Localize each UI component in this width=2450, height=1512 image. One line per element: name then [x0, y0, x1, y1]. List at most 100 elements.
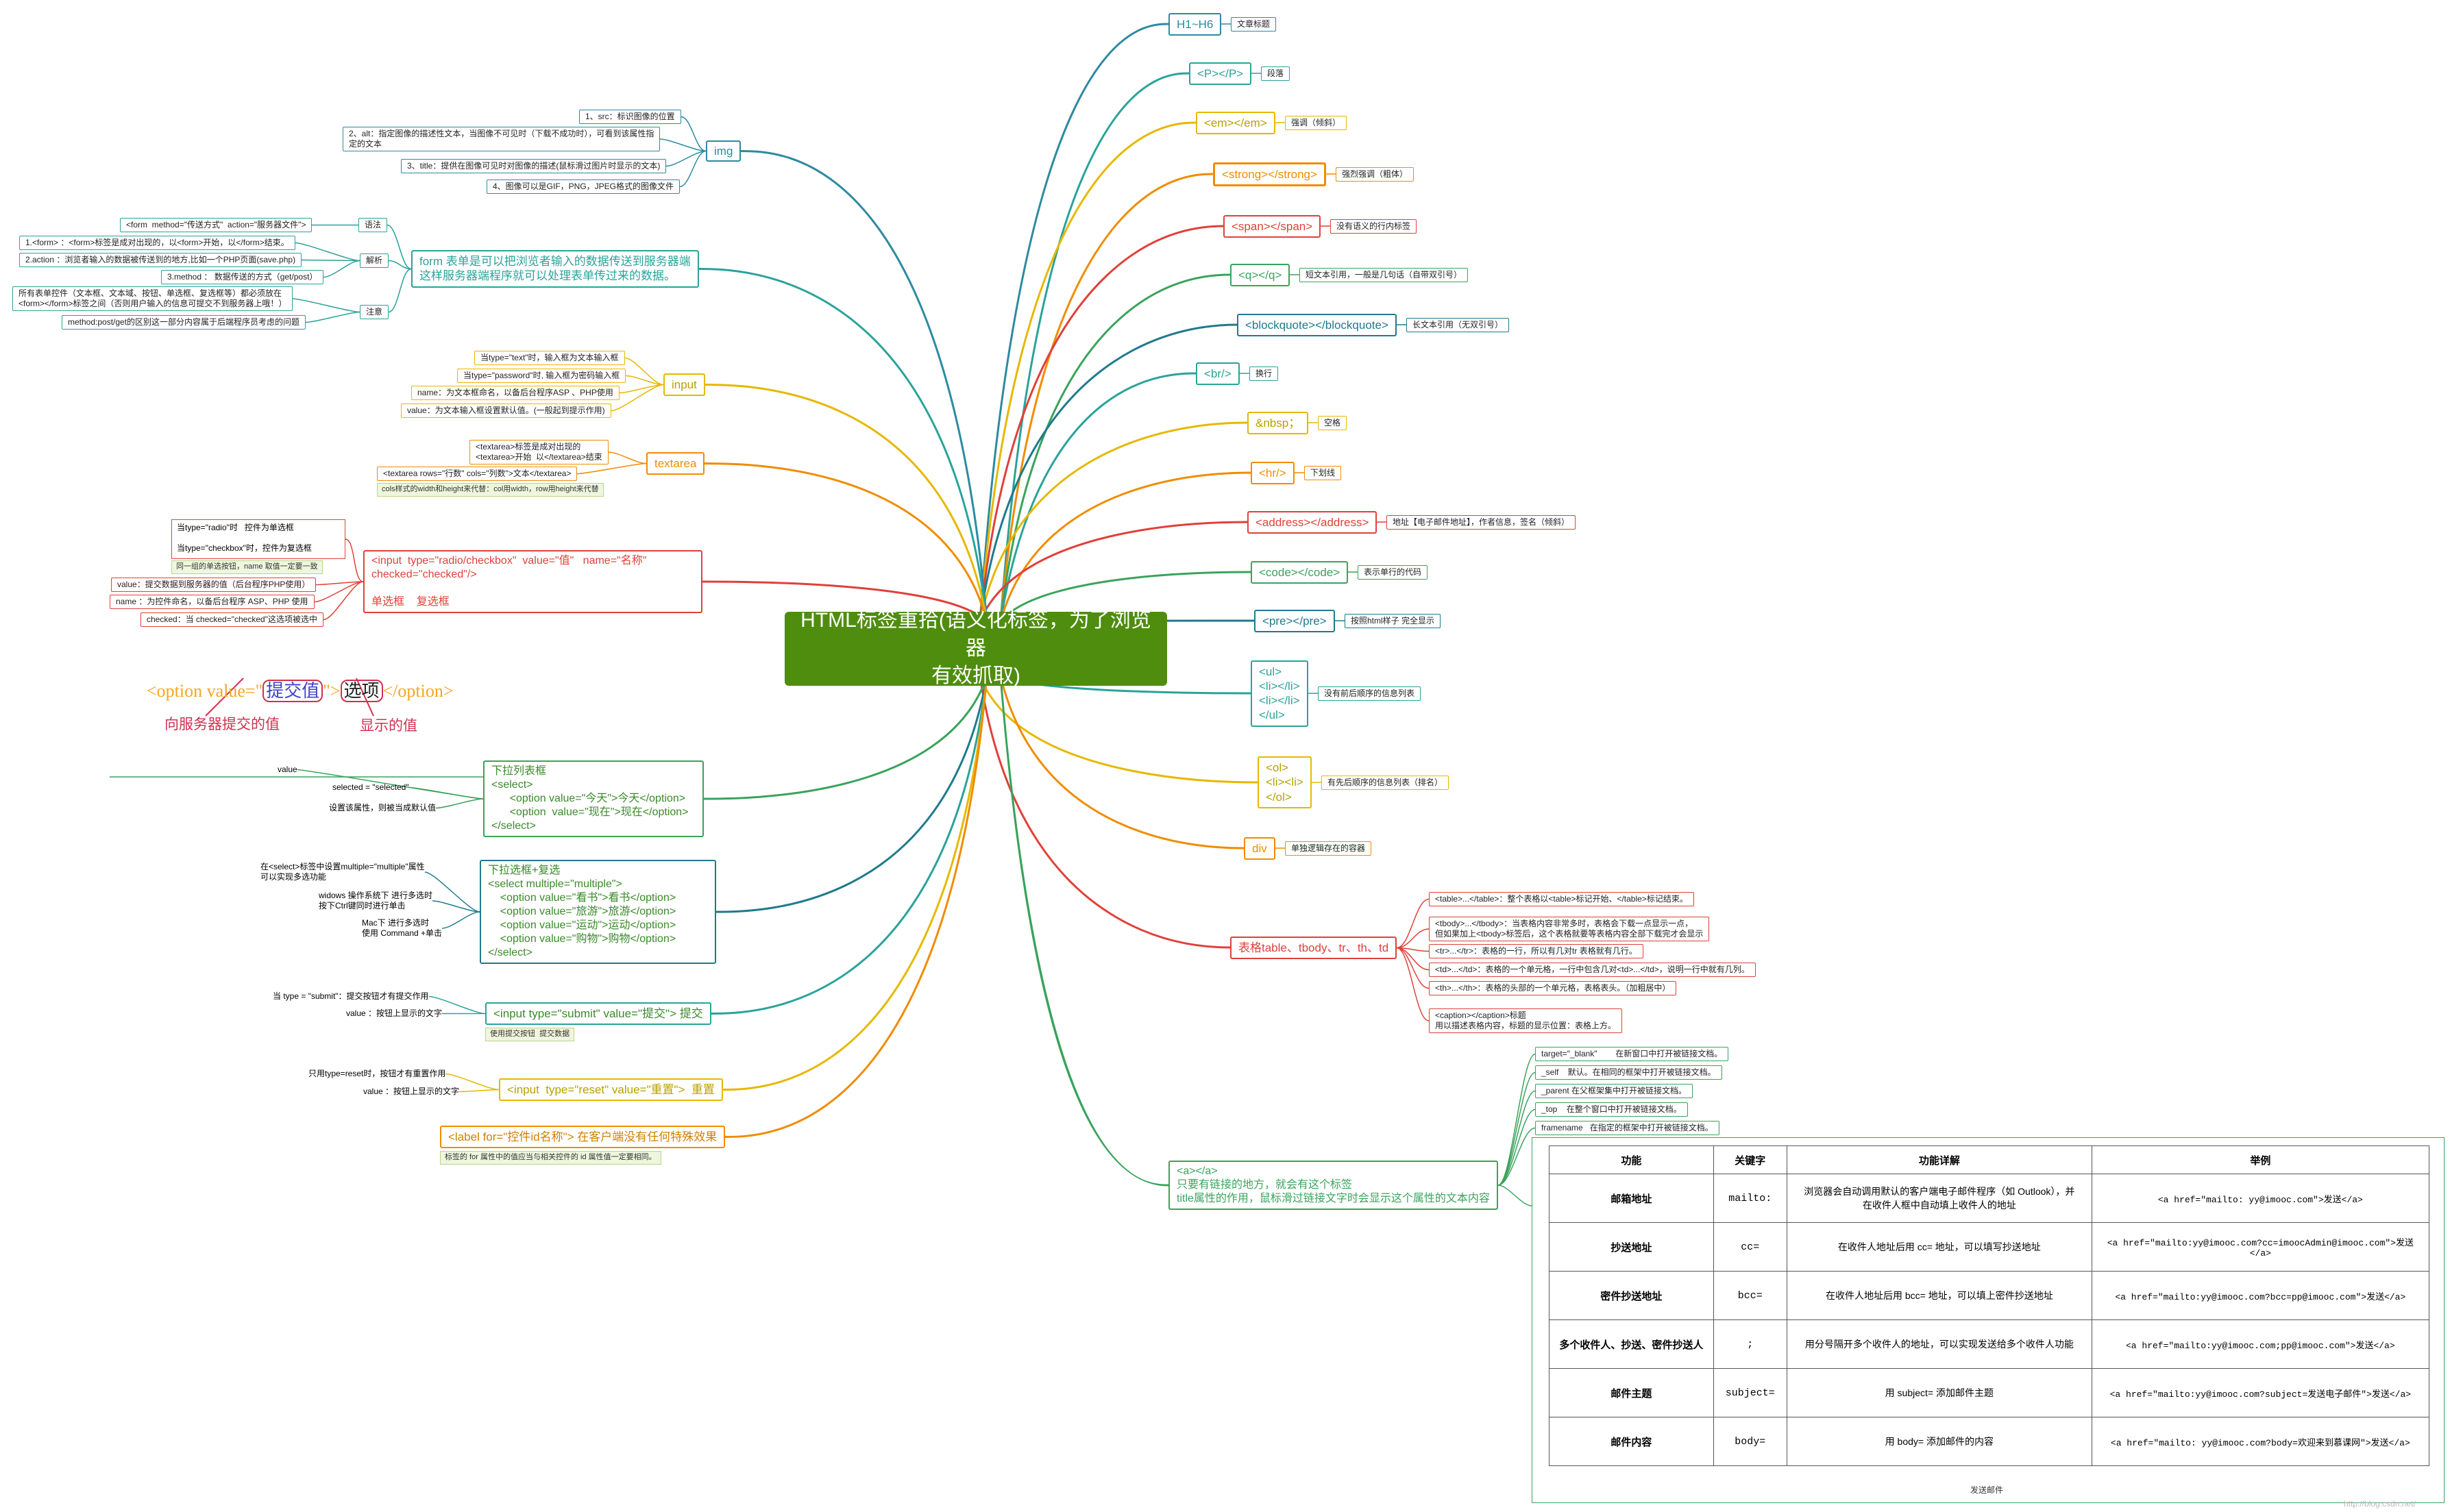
tag-desc-4: 没有语义的行内标签 [1330, 219, 1417, 234]
detail-connector [1497, 1185, 1532, 1206]
detail-connector [1497, 1090, 1536, 1186]
img-item-title: 3、title：提供在图像可见时对图像的描述(鼠标滑过图片时显示的文本) [401, 159, 667, 173]
radio-type-group [171, 519, 345, 559]
detail-connector [1396, 898, 1430, 949]
tag-node-16[interactable]: 表格table、tbody、tr、th、td [1230, 936, 1397, 959]
tag-desc-14: 有先后顺序的信息列表（排名） [1321, 775, 1449, 790]
option-arrow [356, 678, 374, 717]
tag-node-13[interactable]: <ul> <li></li> <li></li> </ul> [1251, 660, 1308, 727]
detail-connector [323, 260, 360, 278]
textarea-note: cols样式的width和height来代替：col用width，row用hei… [377, 483, 604, 497]
branch-connector [999, 72, 1190, 622]
mail-cell-4-3: <a href="mailto:yy@imooc.com?subject=发送电… [2091, 1368, 2430, 1417]
select-node[interactable]: 下拉列表框 <select> <option value="今天">今天</op… [483, 760, 704, 837]
tag-node-15[interactable]: div [1244, 836, 1275, 860]
detail-connector [435, 798, 484, 809]
mail-cell-2-2: 在收件人地址后用 bcc= 地址，可以填上密件抄送地址 [1786, 1271, 2092, 1320]
tag-node-4[interactable]: <span></span> [1223, 214, 1321, 238]
tag-node-10[interactable]: <address></address> [1247, 510, 1377, 534]
branch-connector [704, 462, 988, 622]
detail-connector [432, 900, 480, 913]
mail-cell-2-3: <a href="mailto:yy@imooc.com?bcc=pp@imoo… [2091, 1271, 2430, 1320]
detail-connector [445, 1073, 500, 1091]
detail-connector [323, 581, 364, 621]
form-note-1: 所有表单控件（文本框、文本域、按钮、单选框、复选框等）都必须放在 <form><… [12, 286, 293, 311]
tag-desc-10: 地址【电子邮件地址】，作者信息，签名（倾斜） [1386, 515, 1576, 530]
input-item-text: 当type="text"时，输入框为文本输入框 [474, 351, 625, 365]
textarea-item-pair: <textarea>标签是成对出现的 <textarea>开始 以</texta… [469, 440, 609, 464]
table-note-5: <caption></caption>标题 用以描述表格内容，标题的显示位置：表… [1429, 1008, 1623, 1033]
branch-connector [999, 676, 1245, 850]
central-topic[interactable]: HTML标签重拾(语义化标签，为了浏览器 有效抓取) [785, 609, 1167, 687]
tag-desc-6: 长文本引用（无双引号） [1406, 317, 1510, 332]
tag-node-3[interactable]: <strong></strong> [1213, 162, 1326, 186]
textarea-node[interactable]: textarea [646, 452, 705, 475]
radio-name-note: 同一组的单选按钮，name 取值一定要一致 [171, 560, 323, 574]
form-syntax-key: 语法 [358, 218, 388, 232]
detail-connector [295, 242, 360, 262]
submit-node[interactable]: <input type="submit" value="提交"> 提交 [485, 1002, 711, 1026]
multi-item-attr: 在<select>标签中设置multiple="multiple"属性 可以实现… [260, 862, 425, 882]
tag-node-5[interactable]: <q></q> [1230, 263, 1290, 286]
mail-table-frame [1532, 1137, 2445, 1503]
tag-node-17[interactable]: <a></a> 只要有链接的地方，就会有这个标签 title属性的作用，鼠标滑过… [1168, 1161, 1498, 1210]
detail-connector [1497, 1108, 1536, 1186]
option-mid: "> [323, 681, 341, 701]
multi-select-node[interactable]: 下拉选框+复选 <select multiple="multiple"> <op… [480, 860, 716, 964]
table-note-4: <th>...</th>：表格的头部的一个单元格，表格表头。（加粗居中） [1429, 981, 1677, 995]
mail-cell-5-1: body= [1713, 1417, 1787, 1466]
form-node[interactable]: form 表单是可以把浏览者输入的数据传送到服务器端 这样服务器端程序就可以处理… [411, 250, 699, 288]
radio-checkbox-node[interactable]: <input type="radio/checkbox" value="值" n… [363, 550, 702, 613]
tag-node-0[interactable]: H1~H6 [1168, 12, 1222, 36]
tag-node-12[interactable]: <pre></pre> [1254, 609, 1335, 632]
img-node[interactable]: img [706, 140, 742, 162]
mail-cell-1-2: 在收件人地址后用 cc= 地址，可以填写抄送地址 [1786, 1222, 2092, 1272]
tag-desc-1: 段落 [1261, 66, 1290, 81]
mail-cell-0-0: 邮箱地址 [1549, 1174, 1714, 1223]
detail-connector [576, 462, 647, 475]
tag-node-1[interactable]: <P></P> [1189, 62, 1252, 85]
tag-desc-2: 强调（倾斜） [1285, 115, 1347, 130]
detail-connector [619, 384, 664, 394]
form-note-key: 注意 [360, 305, 389, 319]
option-prefix: <option value=" [147, 681, 263, 701]
option-arrow [205, 678, 244, 717]
option-caption-submit: 向服务器提交的值 [164, 717, 280, 732]
branch-connector [999, 571, 1251, 622]
table-note-2: <tr>...</tr>：表格的一行，所以有几对tr 表格就有几行。 [1429, 944, 1643, 958]
branch-connector [711, 676, 988, 1015]
tag-node-14[interactable]: <ol> <li><li> </ol> [1258, 756, 1312, 808]
mail-table-footer: 发送邮件 [1970, 1485, 2004, 1495]
tag-node-2[interactable]: <em></em> [1196, 111, 1275, 134]
mail-cell-1-0: 抄送地址 [1549, 1222, 1714, 1272]
label-node[interactable]: <label for="控件id名称"> 在客户端没有任何特殊效果 [440, 1126, 726, 1149]
tag-node-9[interactable]: <hr/> [1251, 461, 1295, 484]
tag-desc-11: 表示单行的代码 [1358, 565, 1428, 580]
branch-connector [979, 676, 1258, 784]
input-node[interactable]: input [663, 373, 705, 397]
detail-connector [1497, 1127, 1536, 1186]
tag-node-8[interactable]: &nbsp； [1247, 411, 1309, 434]
form-parse-key: 解析 [360, 253, 389, 268]
branch-connector [740, 150, 988, 622]
mail-cell-4-2: 用 subject= 添加邮件主题 [1786, 1368, 2092, 1417]
detail-connector [458, 1089, 500, 1093]
mail-col-header-0: 功能 [1549, 1145, 1714, 1174]
reset-node[interactable]: <input type="reset" value="重置"> 重置 [499, 1078, 723, 1102]
radio-item-name: name ：为控件命名，以备后台程序 ASP、PHP 使用 [110, 595, 315, 609]
radio-item-checked: checked：当 checked="checked"这选项被选中 [140, 612, 323, 627]
multi-item-mac: Mac下 进行多选时 使用 Command +单击 [362, 918, 443, 938]
option-value-highlight: 提交值 [262, 680, 323, 702]
option-annotation: <option value="提交值">选项</option> [129, 656, 454, 723]
a-target-3: _top 在整个窗口中打开被链接文档。 [1535, 1102, 1688, 1117]
tag-node-11[interactable]: <code></code> [1251, 560, 1349, 584]
tag-node-7[interactable]: <br/> [1196, 362, 1240, 385]
detail-connector [301, 259, 360, 262]
form-parse-3: 3.method ： 数据传送的方式（get/post） [161, 270, 324, 284]
mail-col-header-1: 关键字 [1713, 1145, 1787, 1174]
a-target-1: _self 默认。在相同的框架中打开被链接文档。 [1535, 1065, 1722, 1080]
tag-node-6[interactable]: <blockquote></blockquote> [1237, 313, 1397, 336]
